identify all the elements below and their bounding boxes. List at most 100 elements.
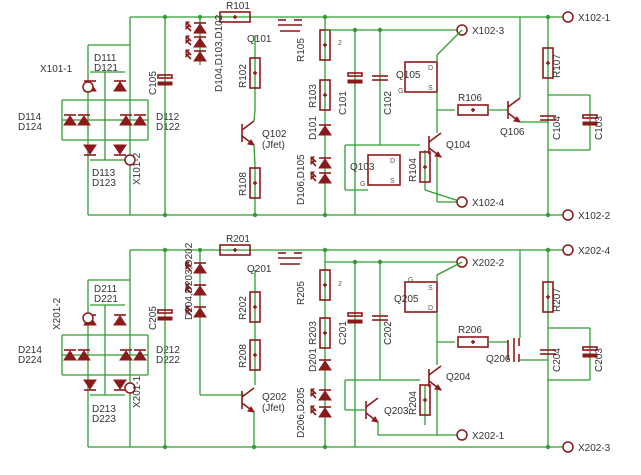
pin-q205-s: S	[428, 285, 433, 292]
label-c101: C101	[338, 91, 349, 115]
label-led-bottom-lower: D206,D205	[296, 387, 307, 438]
label-q205: Q205	[394, 294, 419, 305]
label-x102-2: X102-2	[578, 211, 611, 222]
label-d114: D114	[18, 112, 42, 123]
label-led-top-upper: D104,D103,D102	[214, 14, 225, 92]
label-q103: Q103	[350, 162, 375, 173]
terminal-x102-4[interactable]	[456, 196, 468, 208]
lower-circuit: D211 D221 D212 D222 D213 D223 D214 D224 …	[18, 234, 611, 454]
label-d224: D224	[18, 355, 42, 366]
label-r105: R105	[296, 38, 307, 62]
label-c205: C205	[148, 306, 159, 330]
label-r201: R201	[226, 234, 250, 245]
terminal-x202-3[interactable]	[562, 441, 574, 453]
label-c103: C103	[594, 116, 605, 140]
pin-r205-2: 2	[338, 281, 342, 288]
terminal-x102-1[interactable]	[562, 11, 574, 23]
label-r102: R102	[238, 64, 249, 88]
label-d212: D212	[156, 345, 180, 356]
label-q201: Q201	[247, 264, 272, 275]
pin-q105-s: S	[428, 85, 433, 92]
label-d122: D122	[156, 122, 180, 133]
label-x102-3: X102-3	[472, 26, 505, 37]
label-q202: Q202	[262, 392, 287, 403]
pin-q103-s: S	[390, 178, 395, 185]
label-c102: C102	[383, 91, 394, 115]
bridge-rectifier-lower: D211 D221 D212 D222 D213 D223 D214 D224	[18, 284, 180, 425]
label-r206: R206	[458, 325, 482, 336]
label-x101-1: X101-1	[40, 64, 73, 75]
label-d112: D112	[156, 112, 180, 123]
label-led-top-lower: D204,D203,D202	[184, 242, 195, 320]
label-q102-note: (Jfet)	[262, 140, 285, 151]
label-r202: R202	[238, 296, 249, 320]
label-r104: R104	[408, 158, 419, 182]
terminal-x102-2[interactable]	[562, 209, 574, 221]
label-q206: Q206	[486, 354, 511, 365]
label-q203: Q203	[384, 406, 409, 417]
label-d113: D113	[92, 168, 116, 179]
label-x201-2: X201-2	[52, 297, 63, 330]
terminal-x201-1[interactable]	[124, 382, 136, 394]
label-q104: Q104	[446, 140, 471, 151]
label-r205: R205	[296, 281, 307, 305]
label-d124: D124	[18, 122, 42, 133]
label-x202-4: X202-4	[578, 246, 611, 257]
terminal-x101-1[interactable]	[82, 81, 94, 93]
label-c204: C204	[552, 348, 563, 372]
label-r101: R101	[226, 1, 250, 12]
label-d214: D214	[18, 345, 42, 356]
pin-q105-d: D	[428, 65, 433, 72]
pin-q205-g: G	[408, 277, 413, 284]
label-d121: D121	[94, 63, 118, 74]
label-r103: R103	[308, 84, 319, 108]
label-x201-1: X201-1	[132, 375, 143, 408]
terminal-x201-2[interactable]	[82, 312, 94, 324]
label-r204: R204	[408, 391, 419, 415]
label-r207: R207	[552, 288, 563, 312]
label-q102: Q102	[262, 129, 287, 140]
label-led-bottom-upper: D106,D105	[296, 154, 307, 205]
label-r108: R108	[238, 172, 249, 196]
label-x202-2: X202-2	[472, 258, 505, 269]
label-c105: C105	[148, 71, 159, 95]
label-r203: R203	[308, 321, 319, 345]
label-q105: Q105	[396, 70, 421, 81]
label-c104: C104	[552, 116, 563, 140]
terminal-x202-1[interactable]	[456, 429, 468, 441]
label-d123: D123	[92, 178, 116, 189]
label-d201: D201	[308, 348, 319, 372]
label-x102-1: X102-1	[578, 13, 611, 24]
label-x101-2: X101-2	[132, 152, 143, 185]
label-x202-3: X202-3	[578, 443, 611, 454]
label-c203: C203	[594, 348, 605, 372]
terminal-x202-4[interactable]	[562, 244, 574, 256]
upper-circuit: D111 D121 D112 D122 D113 D123 D114 D124 …	[18, 1, 611, 222]
label-r106: R106	[458, 93, 482, 104]
label-c201: C201	[338, 321, 349, 345]
label-d213: D213	[92, 404, 116, 415]
label-d211: D211	[94, 284, 118, 295]
label-q204: Q204	[446, 372, 471, 383]
label-q106: Q106	[500, 127, 525, 138]
label-c202: C202	[383, 321, 394, 345]
label-x202-1: X202-1	[472, 431, 505, 442]
pin-q103-d: D	[390, 158, 395, 165]
pin-q103-g: G	[360, 181, 365, 188]
label-q101: Q101	[247, 34, 272, 45]
terminal-x101-2[interactable]	[124, 154, 136, 166]
label-d111: D111	[94, 53, 117, 64]
bridge-rectifier-upper: D111 D121 D112 D122 D113 D123 D114 D124	[18, 53, 180, 189]
pin-q105-g: G	[398, 88, 403, 95]
label-r208: R208	[238, 344, 249, 368]
pin-r105-2: 2	[338, 40, 342, 47]
label-x102-4: X102-4	[472, 198, 505, 209]
label-d101: D101	[308, 116, 319, 140]
label-r107: R107	[552, 54, 563, 78]
label-d223: D223	[92, 414, 116, 425]
label-d222: D222	[156, 355, 180, 366]
pin-q205-d: D	[428, 305, 433, 312]
label-q202-note: (Jfet)	[262, 403, 285, 414]
label-d221: D221	[94, 294, 118, 305]
